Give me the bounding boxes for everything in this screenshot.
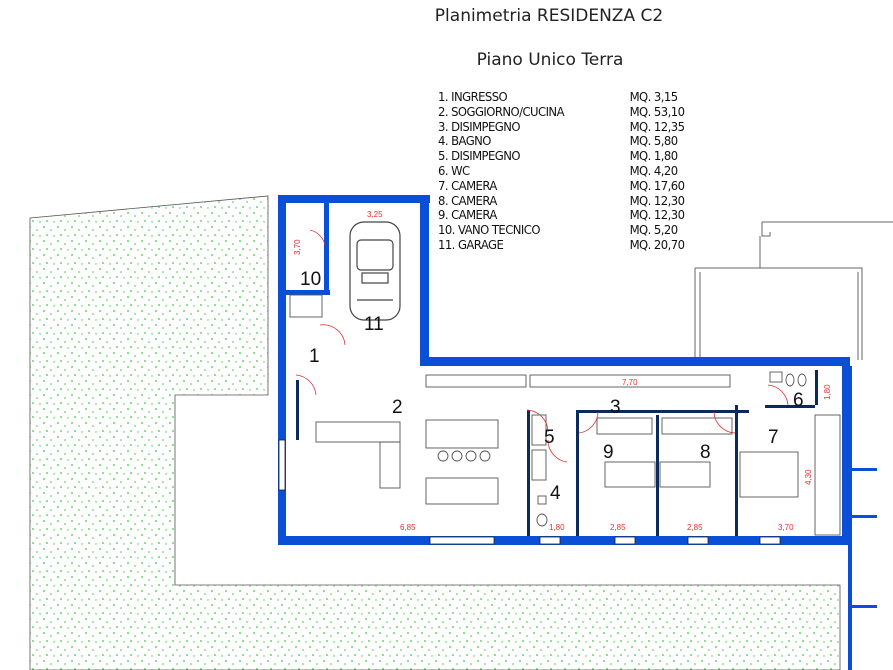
neighbor-building (694, 221, 893, 360)
room-number-6: 6 (793, 390, 804, 411)
windows (278, 439, 781, 545)
dimension-wc: 1,80 (823, 384, 832, 400)
dimension-tech-room: 3,70 (293, 239, 302, 255)
room-number-11: 11 (364, 314, 384, 335)
dimension-bedroom7: 4,30 (804, 469, 813, 485)
room-number-2: 2 (392, 397, 403, 418)
room-number-1: 1 (309, 346, 320, 367)
car-icon (349, 221, 401, 321)
dimension-bath-bottom: 1,80 (549, 523, 565, 532)
right-edge-walls (848, 366, 877, 670)
room-number-7: 7 (768, 427, 779, 448)
room-number-3: 3 (610, 397, 621, 418)
dimension-corridor: 7,70 (622, 378, 638, 387)
room-number-10: 10 (300, 269, 321, 290)
furniture (289, 294, 841, 536)
dimension-living-bottom: 6,85 (400, 523, 416, 532)
dimension-bed8-bottom: 2,85 (687, 523, 703, 532)
room-number-5: 5 (544, 427, 555, 448)
dimension-garage: 3,25 (367, 210, 383, 219)
plan-title: Planimetria RESIDENZA C2 (434, 6, 664, 26)
plan-subtitle: Piano Unico Terra (476, 50, 624, 70)
dimension-bed7-bottom: 3,70 (778, 523, 794, 532)
room-number-4: 4 (550, 483, 561, 504)
room-number-9: 9 (603, 442, 614, 463)
room-number-8: 8 (700, 442, 711, 463)
building-walls (278, 195, 850, 545)
dimension-bed9-bottom: 2,85 (610, 523, 626, 532)
garden-area (29, 195, 841, 670)
interior-partitions (296, 370, 818, 536)
door-swings (295, 229, 789, 463)
